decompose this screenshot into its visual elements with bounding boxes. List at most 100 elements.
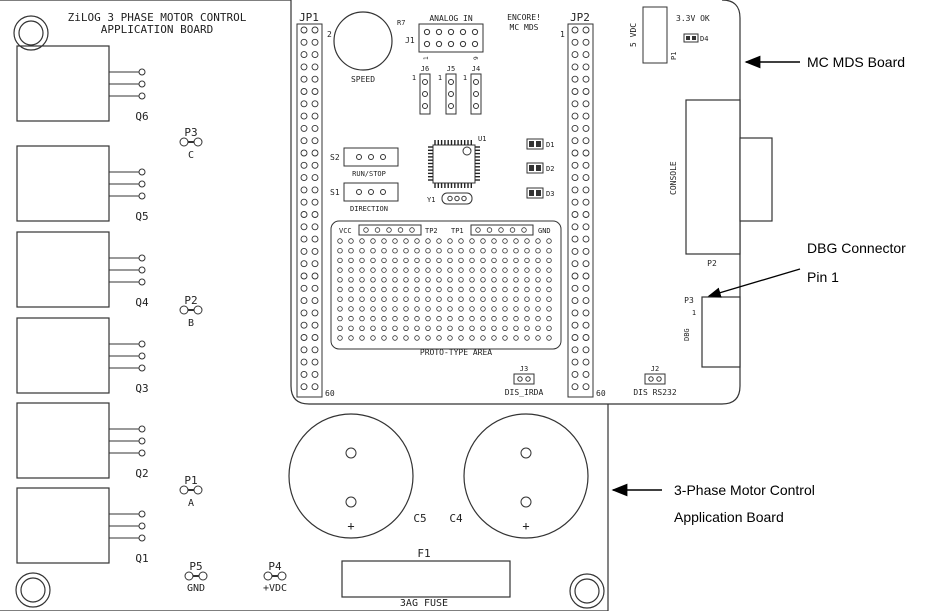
capacitor-c4: + C4 [449, 413, 589, 539]
c5-polarity: + [347, 519, 354, 533]
board-title-line1: ZiLOG 3 PHASE MOTOR CONTROL [68, 11, 247, 24]
c4-polarity: + [522, 519, 529, 533]
j4-pin1-label: 1 [463, 74, 467, 82]
test-point-label-p1: A [188, 498, 194, 509]
u1-label: U1 [478, 135, 486, 143]
jp1-pin-60: 60 [325, 389, 335, 398]
test-point-label-p5: GND [187, 583, 205, 594]
d1-label: D1 [546, 141, 554, 149]
gnd-label: GND [538, 227, 551, 235]
r7-label: R7 [397, 19, 405, 27]
speed-potentiometer: R7 SPEED [333, 11, 405, 84]
y1-label: Y1 [427, 196, 435, 204]
p3-label: P3 [684, 296, 694, 305]
j5-pin1-label: 1 [438, 74, 442, 82]
mounting-hole-bottom-left [15, 572, 51, 608]
run-stop-label: RUN/STOP [352, 170, 386, 178]
c4-label: C4 [449, 512, 463, 525]
led-d2: D2 [526, 162, 554, 174]
transistor-label-q1: Q1 [135, 552, 148, 565]
d4-label: D4 [700, 35, 708, 43]
vcc-label: VCC [339, 227, 352, 235]
callout-app-line1: 3-Phase Motor Control [674, 482, 815, 498]
callout-app-line2: Application Board [674, 509, 784, 525]
jp1-header [296, 23, 323, 398]
j3-label: J3 [520, 365, 528, 373]
j6-label: J6 [421, 65, 429, 73]
jp2-pin-60: 60 [596, 389, 606, 398]
power-connector-p1: 5 VDC P1 [629, 6, 678, 64]
j6-pin1-label: 1 [412, 74, 416, 82]
tp2-label: TP2 [425, 227, 438, 235]
transistor-q4: Q4 [16, 231, 149, 309]
console-connector-p2: CONSOLE P2 [669, 99, 773, 268]
test-point-id-p5: P5 [189, 560, 202, 573]
test-point-id-p3: P3 [184, 126, 197, 139]
direction-label: DIRECTION [350, 205, 388, 213]
s1-label: S1 [330, 188, 340, 197]
led-d3: D3 [526, 187, 554, 199]
j1-analog-in [418, 23, 484, 53]
transistor-q1: Q1 [16, 487, 149, 565]
transistor-label-q2: Q2 [135, 467, 148, 480]
transistor-q3: Q3 [16, 317, 149, 395]
p2-label: P2 [707, 259, 717, 268]
d3-label: D3 [546, 190, 554, 198]
jumper-group: J6 1 J5 1 J4 1 [412, 65, 482, 115]
jumper-j4: J4 1 [463, 65, 482, 115]
test-point-p1: P1A [179, 474, 203, 509]
j5-label: J5 [447, 65, 455, 73]
callout-dbg-line1: DBG Connector [807, 240, 906, 256]
test-point-id-p1: P1 [184, 474, 197, 487]
speed-label: SPEED [351, 75, 375, 84]
test-point-label-p3: C [188, 150, 194, 161]
mounting-hole-bottom-right [569, 573, 605, 609]
encore-line1: ENCORE! [507, 13, 541, 22]
mcu-u1: U1 [428, 135, 486, 188]
jp2-label: JP2 [570, 11, 590, 24]
ok-label: 3.3V OK [676, 14, 710, 23]
capacitor-c5: + C5 [288, 413, 427, 539]
tp1-label: TP1 [451, 227, 464, 235]
j1-label: J1 [405, 36, 415, 45]
callout-dbg-line2: Pin 1 [807, 269, 839, 285]
fuse-id: F1 [417, 547, 430, 560]
jumper-j6: J6 1 [412, 65, 431, 115]
callout-mc-mds: MC MDS Board [807, 54, 905, 70]
mounting-hole-top-left [13, 15, 49, 51]
transistor-q2: Q2 [16, 402, 149, 480]
j1-pin-9: 9 [473, 56, 480, 60]
analog-in-label: ANALOG IN [429, 14, 473, 23]
p3-pin1-label: 1 [692, 309, 696, 317]
test-point-label-p2: B [188, 318, 194, 329]
transistor-q6: Q6 [16, 45, 149, 123]
encore-line2: MC MDS [510, 23, 539, 32]
crystal-y1: Y1 [427, 192, 473, 205]
switch-s1-direction: S1 DIRECTION [330, 182, 399, 213]
transistor-label-q4: Q4 [135, 296, 149, 309]
console-label: CONSOLE [669, 161, 678, 195]
fuse-f1: F1 3AG FUSE [341, 547, 511, 609]
c5-label: C5 [413, 512, 426, 525]
test-point-p3: P3C [179, 126, 203, 161]
proto-type-area [330, 220, 562, 350]
j4-label: J4 [472, 65, 480, 73]
jp2-header [567, 23, 594, 398]
mds-board-outline [290, 0, 741, 405]
s2-label: S2 [330, 153, 340, 162]
fuse-label: 3AG FUSE [400, 598, 448, 609]
j1-pin-1: 1 [423, 56, 430, 60]
j2-label: J2 [651, 365, 659, 373]
d2-label: D2 [546, 165, 554, 173]
board-title-line2: APPLICATION BOARD [101, 23, 214, 36]
test-point-p4: P4+VDC [263, 560, 287, 594]
switch-s2-run-stop: S2 RUN/STOP [330, 147, 399, 178]
test-point-label-p4: +VDC [263, 583, 287, 594]
led-d4: D4 [683, 33, 708, 43]
five-vdc-label: 5 VDC [629, 23, 638, 47]
